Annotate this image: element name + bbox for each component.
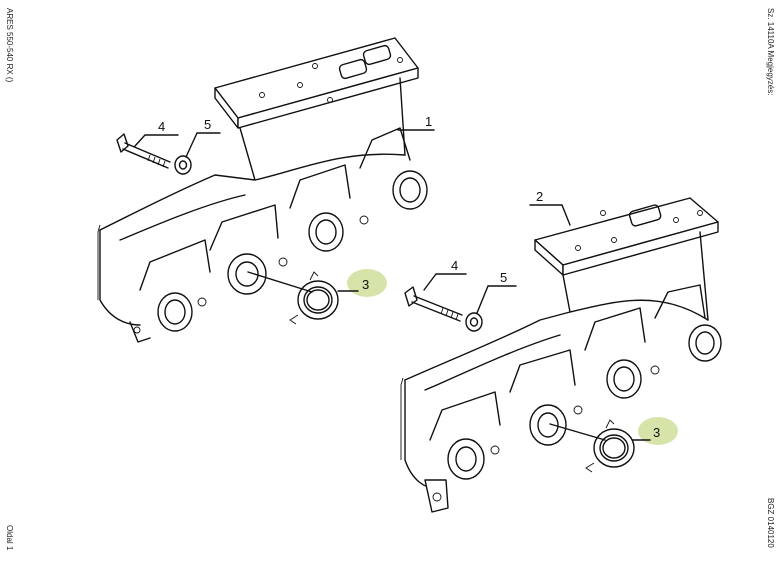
bolt-front <box>116 133 171 169</box>
exhaust-manifold-front <box>97 37 428 343</box>
callout-1-label: 1 <box>425 114 432 129</box>
callout-1: 1 <box>397 114 435 131</box>
callout-4-front: 4 <box>134 119 179 147</box>
callout-4-rear-label: 4 <box>451 258 458 273</box>
callout-4-rear: 4 <box>423 258 467 291</box>
bolt-rear <box>404 286 463 322</box>
gasket-rear <box>549 419 635 473</box>
callout-3-front-label: 3 <box>362 277 369 292</box>
callout-2-label: 2 <box>536 189 543 204</box>
callout-5-front-label: 5 <box>204 117 211 132</box>
callout-5-front: 5 <box>185 117 221 158</box>
washer-rear <box>465 312 483 332</box>
callout-3-rear-label: 3 <box>653 425 660 440</box>
callout-3-rear: 3 <box>632 417 678 445</box>
washer-front <box>174 155 192 175</box>
exhaust-manifold-rear <box>400 197 722 513</box>
callout-2: 2 <box>529 189 571 226</box>
callout-3-front: 3 <box>337 269 387 297</box>
callout-5-rear: 5 <box>476 270 517 314</box>
callout-5-rear-label: 5 <box>500 270 507 285</box>
callout-4-front-label: 4 <box>158 119 165 134</box>
gasket-front <box>247 271 339 325</box>
